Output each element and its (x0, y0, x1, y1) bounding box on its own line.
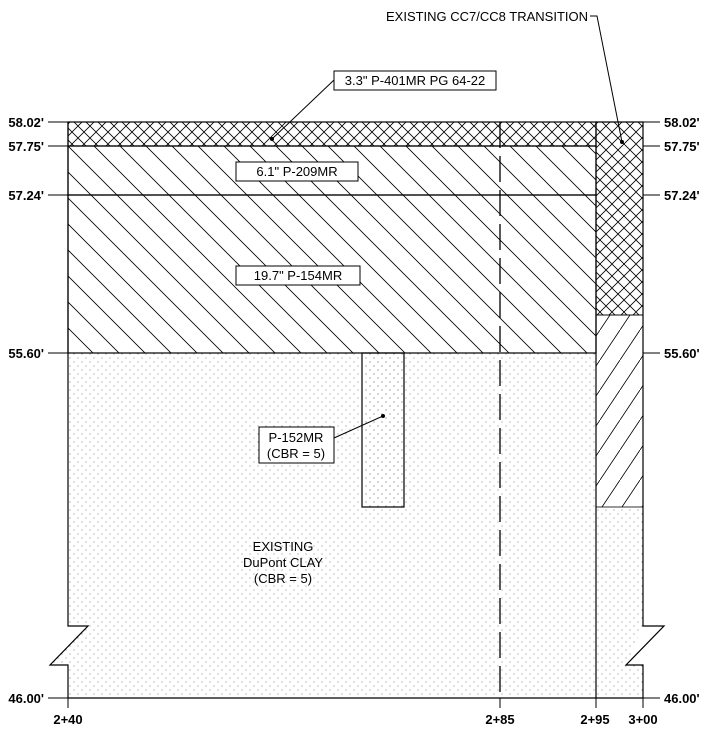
transition-label: EXISTING CC7/CC8 TRANSITION (386, 9, 588, 24)
transition-crosshatch (595, 121, 644, 316)
p401-leader (271, 79, 335, 140)
elev-left-57-24: 57.24' (8, 188, 44, 203)
elev-left-46-00: 46.00' (8, 691, 44, 706)
elev-right-57-75: 57.75' (664, 139, 700, 154)
p209-label: 6.1" P-209MR (256, 164, 337, 179)
p401-leader-dot (270, 137, 274, 141)
p152-box (361, 352, 405, 508)
elev-left-58-02: 58.02' (8, 115, 44, 130)
p401-label: 3.3" P-401MR PG 64-22 (345, 73, 485, 88)
p152-leader (333, 415, 384, 439)
transition-clay-layer (596, 507, 643, 698)
p152-leader-dot (381, 414, 385, 418)
elev-left-57-75: 57.75' (8, 139, 44, 154)
transition-leader (590, 15, 623, 143)
clay-label-line2: DuPont CLAY (243, 555, 323, 570)
p401-label-box (333, 70, 497, 91)
station-3-00: 3+00 (628, 712, 657, 727)
elev-left-55-60: 55.60' (8, 346, 44, 361)
p152-label-line2: (CBR = 5) (267, 446, 325, 461)
p154-label: 19.7" P-154MR (254, 268, 342, 283)
elev-right-57-24: 57.24' (664, 188, 700, 203)
p209-label-box (235, 161, 359, 182)
p152-label-box (258, 426, 335, 464)
section-outline-right (596, 121, 666, 699)
elev-right-58-02: 58.02' (664, 115, 700, 130)
clay-label-line1: EXISTING (253, 539, 314, 554)
existing-clay-layer (50, 353, 596, 698)
p154-label-box (235, 265, 361, 286)
p152-label-line1: P-152MR (269, 430, 324, 445)
p401-layer (67, 121, 597, 147)
transition-diag (595, 314, 644, 508)
station-2-85: 2+85 (485, 712, 514, 727)
station-2-40: 2+40 (53, 712, 82, 727)
clay-label-line3: (CBR = 5) (254, 571, 312, 586)
elev-right-55-60: 55.60' (664, 346, 700, 361)
elev-right-46-00: 46.00' (664, 691, 700, 706)
transition-leader-dot (620, 140, 624, 144)
station-2-95: 2+95 (580, 712, 609, 727)
